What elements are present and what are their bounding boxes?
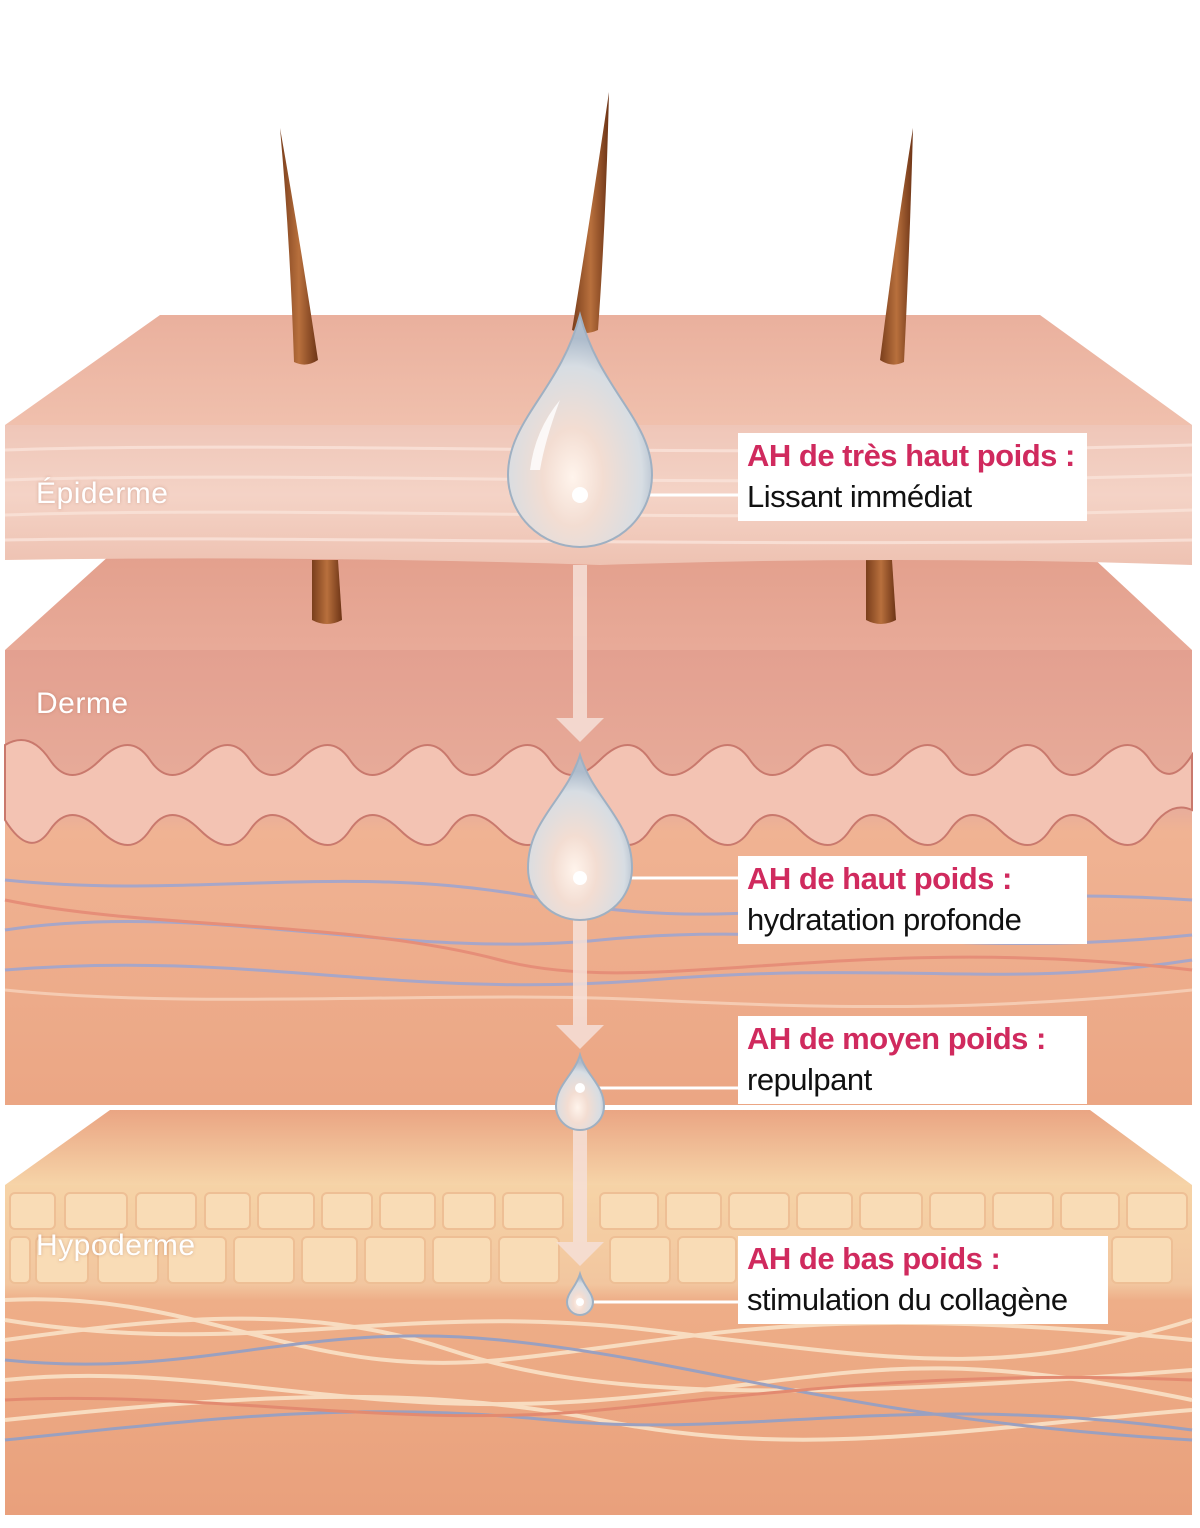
- droplet-high-icon: [526, 751, 634, 921]
- callout-title: AH de très haut poids :: [747, 438, 1075, 473]
- callout-low-weight: AH de bas poids : stimulation du collagè…: [738, 1236, 1108, 1324]
- callout-title: AH de moyen poids :: [747, 1021, 1046, 1056]
- layer-label-epidermis: Épiderme: [36, 477, 169, 510]
- layer-label-dermis: Derme: [36, 687, 129, 720]
- arrow-down-icon: [556, 1242, 604, 1266]
- collagen-fibers: [4, 1297, 1193, 1442]
- callout-title: AH de haut poids :: [747, 861, 1012, 896]
- droplet-low-icon: [565, 1270, 595, 1316]
- callout-title: AH de bas poids :: [747, 1241, 1001, 1276]
- arrow-down-icon: [556, 1025, 604, 1049]
- hair-root-icon: [866, 560, 896, 624]
- callout-description: hydratation profonde: [747, 902, 1022, 937]
- hair-root-icon: [312, 560, 342, 624]
- hair-icon: [572, 92, 609, 333]
- callout-description: stimulation du collagène: [747, 1282, 1068, 1317]
- callout-description: repulpant: [747, 1062, 872, 1097]
- callout-description: Lissant immédiat: [747, 479, 972, 514]
- callout-very-high-weight: AH de très haut poids : Lissant immédiat: [738, 433, 1087, 521]
- hair-icon: [280, 128, 318, 365]
- callout-medium-weight: AH de moyen poids : repulpant: [738, 1016, 1087, 1104]
- arrow-down-icon: [556, 718, 604, 742]
- layer-label-hypodermis: Hypoderme: [36, 1229, 196, 1262]
- hair-icon: [880, 128, 913, 365]
- hairs: [280, 92, 913, 365]
- hair-roots: [312, 560, 896, 624]
- arrows: [556, 565, 604, 1266]
- hypodermis-block: [4, 1110, 1193, 1515]
- callout-high-weight: AH de haut poids : hydratation profonde: [738, 856, 1087, 944]
- fat-cells: [9, 1192, 1188, 1284]
- droplet-very-high-icon: [506, 311, 654, 548]
